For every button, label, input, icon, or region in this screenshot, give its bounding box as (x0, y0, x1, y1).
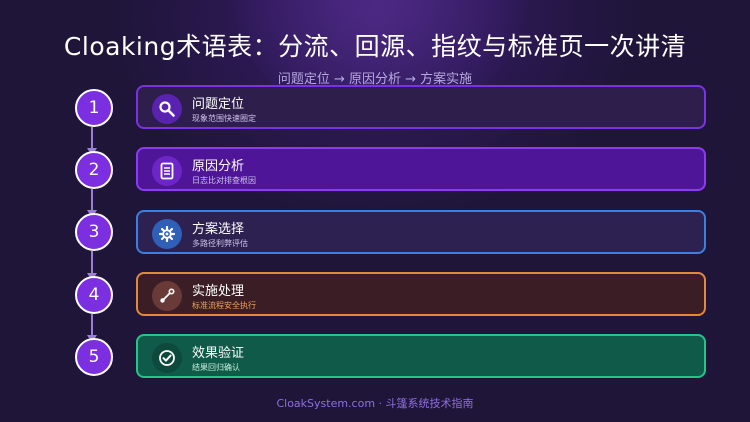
connector-1-2 (91, 127, 93, 153)
footer-credit: CloakSystem.com · 斗篷系统技术指南 (276, 397, 474, 410)
step-number-2: 2 (75, 151, 113, 189)
gear-icon (152, 219, 182, 249)
step-description: 现象范围快速圈定 (192, 114, 256, 123)
step-label: 方案选择 (192, 222, 245, 237)
route-icon (152, 281, 182, 311)
connector-3-4 (91, 251, 93, 278)
step-card-cause-analysis: 原因分析 日志比对排查根因 (136, 147, 706, 191)
page-subtitle: 问题定位 → 原因分析 → 方案实施 (277, 72, 473, 87)
step-description: 多路径利弊评估 (192, 239, 248, 248)
step-number-5: 5 (75, 338, 113, 376)
step-number-3: 3 (75, 213, 113, 251)
step-number-1: 1 (75, 89, 113, 127)
step-label: 实施处理 (192, 284, 245, 299)
step-card-solution-selection: 方案选择 多路径利弊评估 (136, 210, 706, 254)
step-number-4: 4 (75, 276, 113, 314)
connector-2-3 (91, 189, 93, 215)
connector-4-5 (91, 314, 93, 340)
step-card-implementation: 实施处理 标准流程安全执行 (136, 272, 706, 316)
step-description: 结果回归确认 (192, 363, 240, 372)
step-card-problem-location: 问题定位 现象范围快速圈定 (136, 85, 706, 129)
check-circle-icon (152, 343, 182, 373)
step-description: 标准流程安全执行 (192, 301, 256, 310)
step-description: 日志比对排查根因 (192, 176, 256, 185)
page-title: Cloaking术语表：分流、回源、指纹与标准页一次讲清 (63, 32, 687, 61)
search-icon (152, 94, 182, 124)
step-label: 原因分析 (192, 159, 245, 174)
step-card-verification: 效果验证 结果回归确认 (136, 334, 706, 378)
document-icon (152, 156, 182, 186)
step-label: 问题定位 (192, 97, 245, 112)
step-label: 效果验证 (192, 346, 245, 361)
